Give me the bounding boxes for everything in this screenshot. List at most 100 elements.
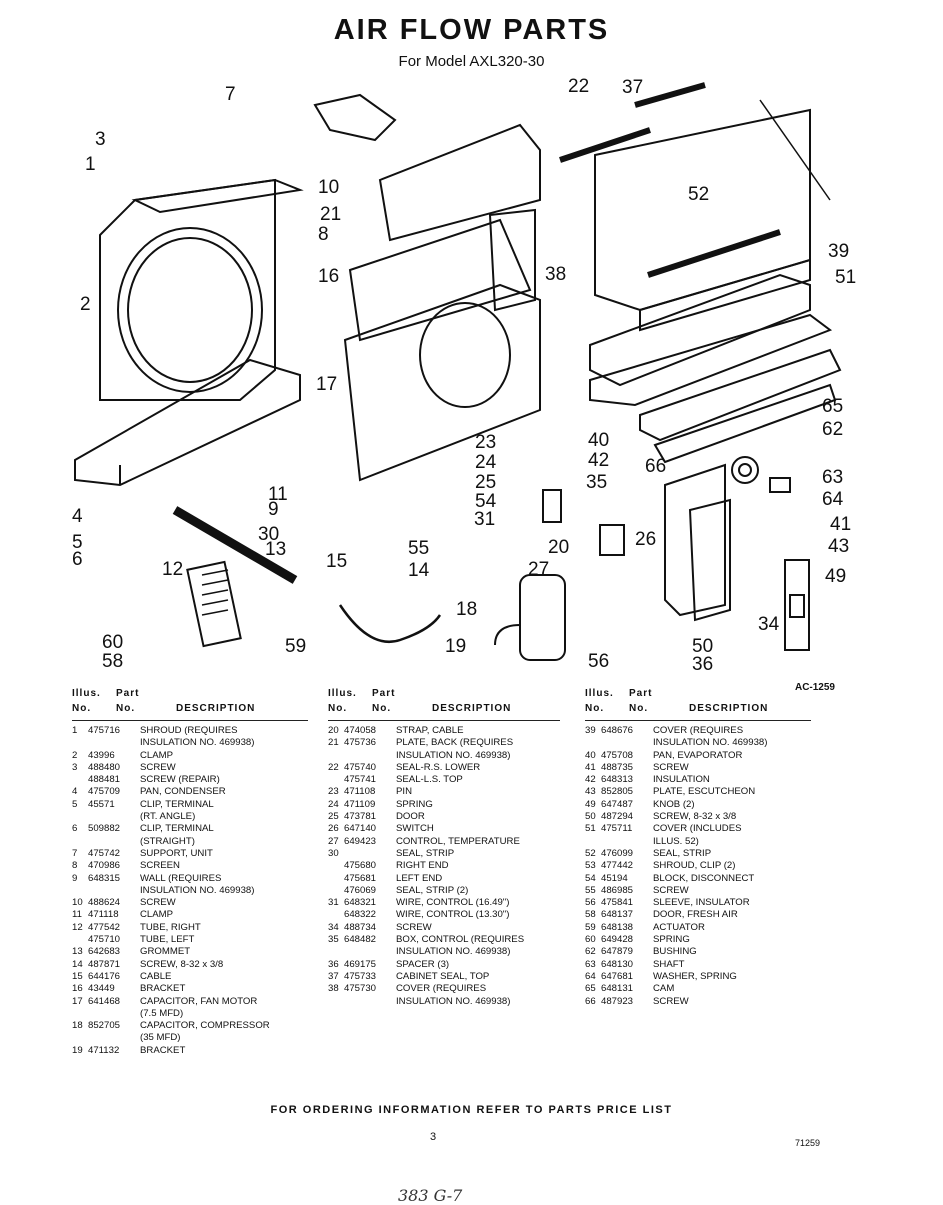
ordering-footer: FOR ORDERING INFORMATION REFER TO PARTS … — [270, 1104, 673, 1116]
part-description: ACTUATOR — [653, 921, 705, 933]
part-number: 509882 — [88, 823, 121, 835]
part-number: 641468 — [88, 995, 121, 1007]
table-row: 475680 RIGHT END — [328, 860, 560, 872]
illus-number: 7 — [72, 847, 78, 859]
part-description: COVER (INCLUDES — [653, 823, 742, 835]
illus-number: 38 — [328, 983, 339, 995]
illus-number: 2 — [72, 749, 78, 761]
illus-number: 63 — [585, 958, 596, 970]
callout-label: 25 — [475, 472, 496, 493]
part-number: 488481 — [88, 774, 121, 786]
illus-number: 55 — [585, 884, 596, 896]
illus-number: 41 — [585, 761, 596, 773]
model-subtitle: For Model AXL320-30 — [398, 53, 545, 70]
illus-number: 14 — [72, 958, 83, 970]
illus-number: 66 — [585, 995, 596, 1007]
illus-number: 8 — [72, 860, 78, 872]
illus-number: 52 — [585, 847, 596, 859]
part-description: TUBE, RIGHT — [140, 921, 201, 933]
part-number — [344, 750, 396, 762]
part-description: SCREW — [653, 761, 689, 773]
part-description: SUPPORT, UNIT — [140, 847, 213, 859]
illus-number: 25 — [328, 811, 339, 823]
part-number — [344, 996, 396, 1008]
part-description: SLEEVE, INSULATOR — [653, 897, 750, 909]
illus-number: 59 — [585, 921, 596, 933]
illus-number: 6 — [72, 823, 78, 835]
illus-number: 54 — [585, 872, 596, 884]
part-description: PAN, EVAPORATOR — [653, 749, 743, 761]
part-description: SCREW, 8-32 x 3/8 — [653, 811, 737, 823]
illus-number: 11 — [72, 909, 82, 921]
part-number: 648482 — [344, 934, 377, 946]
header-description: DESCRIPTION — [689, 703, 769, 714]
part-description: INSULATION — [653, 774, 710, 786]
part-description: TUBE, LEFT — [140, 934, 195, 946]
part-description: KNOB (2) — [653, 798, 695, 810]
part-number: 852805 — [601, 786, 634, 798]
cabinet-cover-part — [594, 99, 831, 332]
part-description: SCREW, 8-32 x 3/8 — [140, 958, 224, 970]
part-description: CABLE — [140, 970, 172, 982]
illus-number — [328, 860, 344, 872]
part-description: SCREW — [396, 921, 432, 933]
callout-label: 18 — [456, 599, 477, 620]
seal-22 — [559, 127, 651, 163]
part-number: 647140 — [344, 823, 377, 835]
part-number — [88, 811, 140, 823]
illus-number: 26 — [328, 823, 339, 835]
illus-number: 16 — [72, 983, 83, 995]
illus-number — [328, 750, 344, 762]
part-number — [601, 737, 653, 749]
part-description: SCREW — [653, 995, 689, 1007]
part-number: 471109 — [344, 798, 376, 810]
illus-number: 31 — [328, 897, 339, 909]
callout-label: 42 — [588, 450, 609, 471]
callout-label: 21 — [320, 204, 341, 225]
fresh-air-door-part — [186, 560, 242, 648]
callout-label: 12 — [162, 559, 183, 580]
illus-number — [328, 946, 344, 958]
illus-number: 4 — [72, 786, 78, 798]
callout-label: 36 — [692, 654, 713, 675]
part-description: SHAFT — [653, 958, 685, 970]
callout-label: 51 — [835, 267, 856, 288]
part-description: BRACKET — [140, 983, 186, 995]
illus-number: 17 — [72, 995, 83, 1007]
table-row: ILLUS. 52) — [585, 836, 811, 848]
part-description: SPACER (3) — [396, 958, 450, 970]
part-number: 475680 — [344, 860, 377, 872]
callout-label: 66 — [645, 456, 666, 477]
part-number: 477442 — [601, 860, 634, 872]
illus-number — [72, 836, 88, 848]
part-number: 43996 — [88, 749, 115, 761]
part-number: 475716 — [88, 725, 121, 736]
part-description: BLOCK, DISCONNECT — [653, 872, 755, 884]
illus-number: 40 — [585, 749, 596, 761]
part-number: 470986 — [88, 860, 121, 872]
part-description: RIGHT END — [396, 860, 449, 872]
part-description: WASHER, SPRING — [653, 970, 737, 982]
illus-number: 43 — [585, 786, 596, 798]
illus-number: 20 — [328, 725, 339, 736]
part-description: BOX, CONTROL (REQUIRES — [396, 934, 525, 946]
part-number: 648130 — [601, 958, 634, 970]
